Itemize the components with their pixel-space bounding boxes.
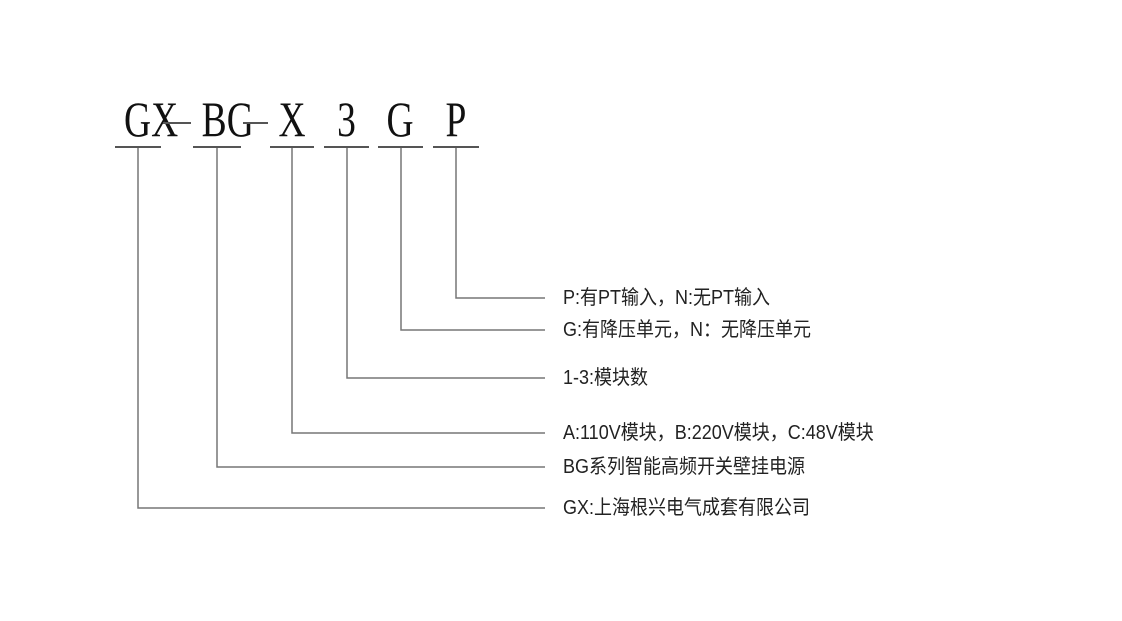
code-g: G [386,91,415,147]
legend-p: P:有PT输入，N:无PT输入 [563,287,771,309]
code-p: P [445,91,467,147]
code-gx: GX [124,91,179,147]
leader-p [455,148,545,299]
code-segment-x: X [270,92,314,148]
leader-3 [346,148,545,379]
legend-bg: BG系列智能高频开关壁挂电源 [563,456,806,478]
legend-x: A:110V模块，B:220V模块，C:48V模块 [563,422,874,444]
code-3: 3 [337,91,356,147]
leader-gx [137,148,545,509]
code-segment-bg: BG [193,92,254,148]
legend-gx: GX:上海根兴电气成套有限公司 [563,497,811,519]
code-segment-p: P [433,92,479,148]
code-dash [243,122,268,124]
code-segment-3: 3 [324,92,369,148]
code-segment-g: G [378,92,423,148]
code-segment-gx: GX [115,92,178,148]
legend-module-count: 1-3:模块数 [563,367,649,389]
leader-bg [216,148,545,468]
code-x: X [278,91,306,147]
code-dash [163,122,191,124]
leader-x [291,148,545,434]
leader-g [400,148,545,331]
code-bg: BG [201,91,254,147]
legend-g: G:有降压单元，N：无降压单元 [563,319,812,341]
